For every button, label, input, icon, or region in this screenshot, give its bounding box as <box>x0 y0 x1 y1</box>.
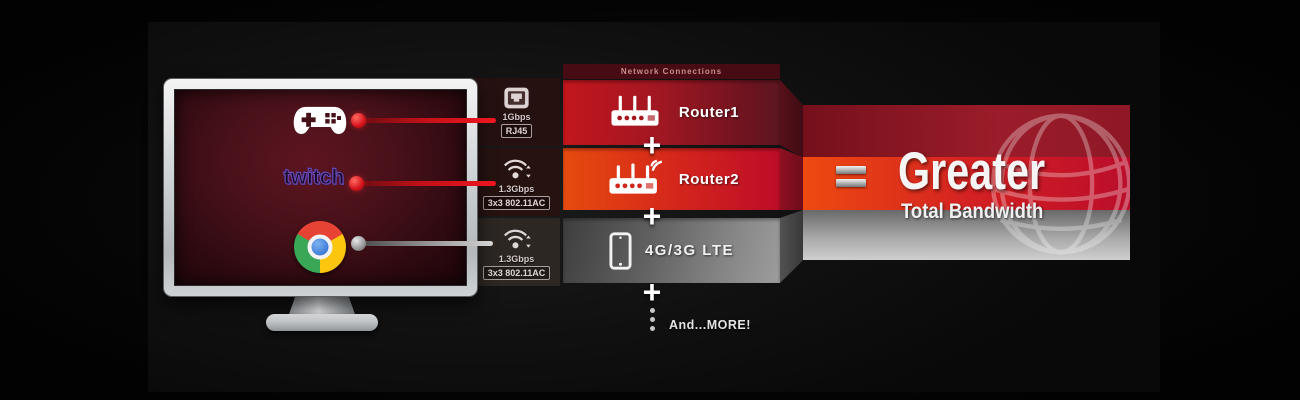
ellipsis-dots <box>650 308 655 331</box>
network-band-router2: Router2 <box>563 148 780 210</box>
globe-icon <box>990 113 1130 255</box>
network-band-lte: 4G/3G LTE <box>563 218 780 283</box>
connection-dot-3 <box>351 236 366 251</box>
router-icon <box>611 95 659 126</box>
result-band-gray <box>802 210 1130 260</box>
result-title: Greater <box>898 142 1046 201</box>
more-label: And...MORE! <box>669 318 751 332</box>
adapter-speed: 1.3Gbps <box>498 183 535 194</box>
adapter-card-wifi-2: 1.3Gbps 3x3 802.11AC <box>473 218 560 286</box>
adapter-card-rj45: 1Gbps RJ45 <box>473 78 560 146</box>
ethernet-port-icon <box>504 87 529 109</box>
lte-label: 4G/3G LTE <box>644 242 735 259</box>
fold-wedge-top <box>780 80 803 158</box>
router2-label: Router2 <box>678 170 740 188</box>
smartphone-icon <box>609 231 632 270</box>
connection-dot-1 <box>351 113 366 128</box>
network-connections-header: Network Connections <box>563 64 780 79</box>
plus-sign-2: + <box>642 198 662 234</box>
chrome-logo <box>294 221 346 273</box>
router1-label: Router1 <box>678 104 740 121</box>
fold-wedge-bottom <box>780 210 803 283</box>
adapter-speed: 1Gbps <box>502 112 531 122</box>
adapter-type-badge: 3x3 802.11AC <box>482 195 551 210</box>
router-wireless-icon <box>609 159 663 194</box>
monitor-stand-neck <box>288 294 356 317</box>
wifi-adapter-icon <box>503 159 531 178</box>
adapter-speed: 1.3Gbps <box>498 253 535 264</box>
adapter-type-badge: RJ45 <box>500 124 533 138</box>
plus-sign-3: + <box>642 274 662 310</box>
result-subtitle: Total Bandwidth <box>901 200 1044 223</box>
connection-dot-2 <box>349 176 364 191</box>
game-controller-icon <box>293 106 347 134</box>
fold-wedge-middle <box>780 148 803 210</box>
plus-sign-1: + <box>642 127 662 163</box>
twitch-logo: twitch <box>283 166 345 190</box>
connection-line-1 <box>362 118 496 123</box>
connection-line-2 <box>360 181 496 186</box>
connection-line-3 <box>362 241 493 246</box>
wifi-adapter-icon <box>503 229 531 248</box>
result-band-darkred <box>802 105 1130 157</box>
monitor-stand-base <box>266 314 378 331</box>
equals-sign <box>836 166 866 192</box>
adapter-type-badge: 3x3 802.11AC <box>482 265 551 280</box>
network-band-router1: Router1 <box>563 80 780 145</box>
result-panel: Greater Total Bandwidth <box>802 105 1130 260</box>
